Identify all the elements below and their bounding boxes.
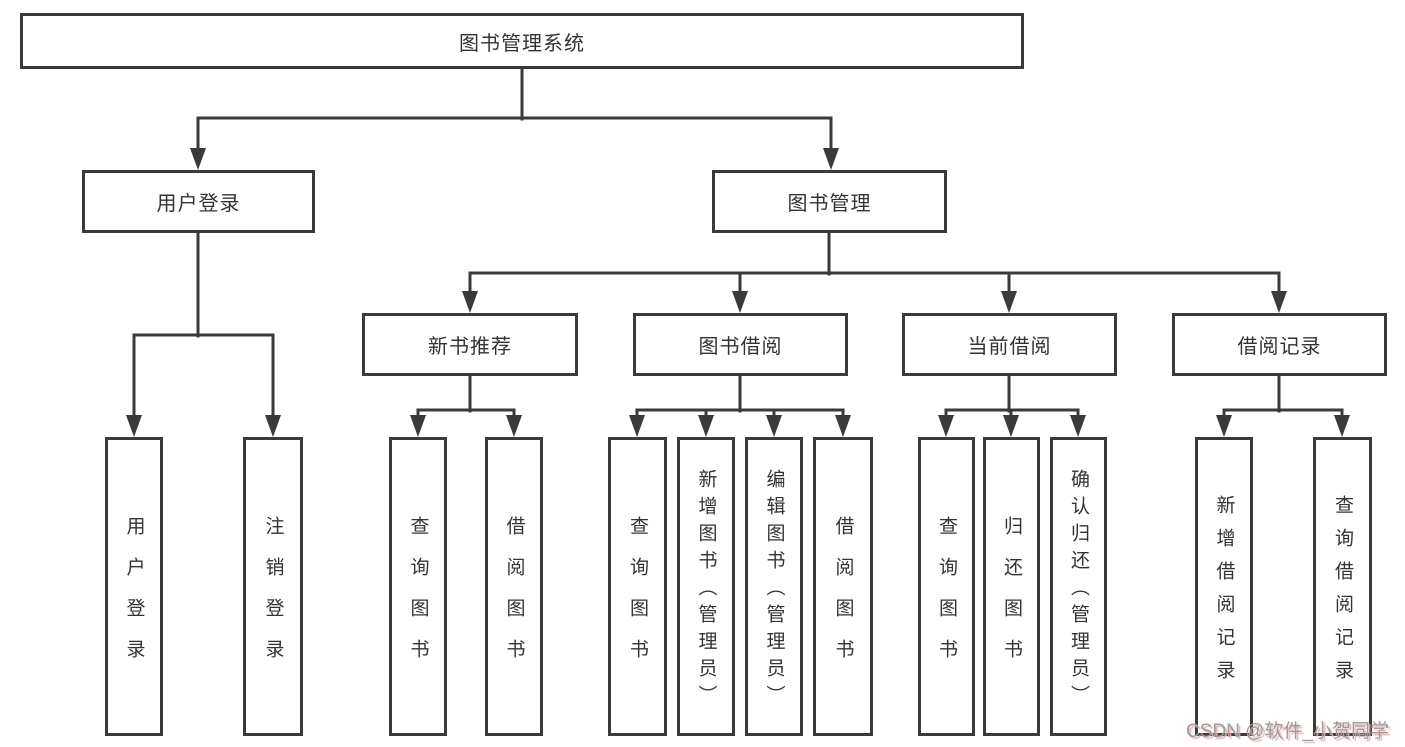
connector-book-management-to-level3: [462, 231, 1287, 313]
node-cb-return-books-label: 归还图书: [1001, 515, 1022, 680]
connector-user-login-to-leaves: [126, 231, 281, 437]
node-bb-edit-books-admin: 编辑图书（管理员）: [745, 437, 803, 736]
node-leaf-logout-label: 注销登录: [262, 515, 284, 680]
csdn-watermark: CSDN @软件_小贺同学: [1186, 721, 1389, 742]
node-bb-query-books-label: 查询图书: [627, 515, 648, 680]
connector-root-to-level2: [190, 67, 839, 170]
node-new-book-recommend-label: 新书推荐: [428, 336, 512, 358]
node-nb-query-books-label: 查询图书: [407, 515, 429, 680]
node-borrowing-records-label: 借阅记录: [1237, 336, 1322, 358]
node-book-management-label: 图书管理: [787, 193, 872, 215]
connector-records-to-leaves: [1216, 374, 1350, 437]
node-nb-borrow-books-label: 借阅图书: [503, 515, 525, 680]
node-current-borrowing: 当前借阅: [902, 313, 1117, 376]
node-bb-add-books-admin: 新增图书（管理员）: [677, 437, 735, 736]
node-book-borrowing-label: 图书借阅: [698, 336, 783, 358]
connector-new-books-to-leaves: [410, 374, 522, 437]
node-cb-confirm-return-admin-label: 确认归还（管理员）: [1068, 469, 1089, 712]
node-new-book-recommend: 新书推荐: [362, 313, 578, 376]
node-nb-query-books: 查询图书: [389, 437, 447, 736]
node-rec-query-record: 查询借阅记录: [1313, 437, 1372, 736]
node-bb-add-books-admin-label: 新增图书（管理员）: [695, 469, 717, 712]
node-cb-query-books: 查询图书: [918, 437, 975, 736]
node-borrowing-records: 借阅记录: [1172, 313, 1387, 376]
node-user-login-label: 用户登录: [156, 193, 241, 215]
node-root: 图书管理系统: [20, 13, 1024, 69]
node-leaf-logout: 注销登录: [243, 437, 303, 736]
node-leaf-user-login: 用户登录: [105, 437, 163, 736]
node-leaf-user-login-label: 用户登录: [123, 515, 145, 680]
node-root-label: 图书管理系统: [459, 32, 585, 55]
node-nb-borrow-books: 借阅图书: [485, 437, 543, 736]
node-rec-query-record-label: 查询借阅记录: [1332, 494, 1353, 693]
node-current-borrowing-label: 当前借阅: [967, 336, 1052, 358]
node-bb-borrow-books-label: 借阅图书: [832, 515, 854, 680]
node-bb-edit-books-admin-label: 编辑图书（管理员）: [763, 469, 785, 712]
connector-current-to-leaves: [938, 374, 1086, 437]
node-user-login: 用户登录: [82, 170, 315, 233]
node-book-borrowing: 图书借阅: [633, 313, 848, 376]
node-rec-add-record-label: 新增借阅记录: [1213, 494, 1235, 693]
node-rec-add-record: 新增借阅记录: [1195, 437, 1253, 736]
node-cb-query-books-label: 查询图书: [936, 515, 957, 680]
node-cb-confirm-return-admin: 确认归还（管理员）: [1050, 437, 1107, 736]
connector-borrowing-to-leaves: [629, 374, 851, 437]
node-cb-return-books: 归还图书: [983, 437, 1040, 736]
node-bb-query-books: 查询图书: [608, 437, 667, 736]
node-bb-borrow-books: 借阅图书: [813, 437, 873, 736]
node-book-management: 图书管理: [712, 170, 947, 233]
